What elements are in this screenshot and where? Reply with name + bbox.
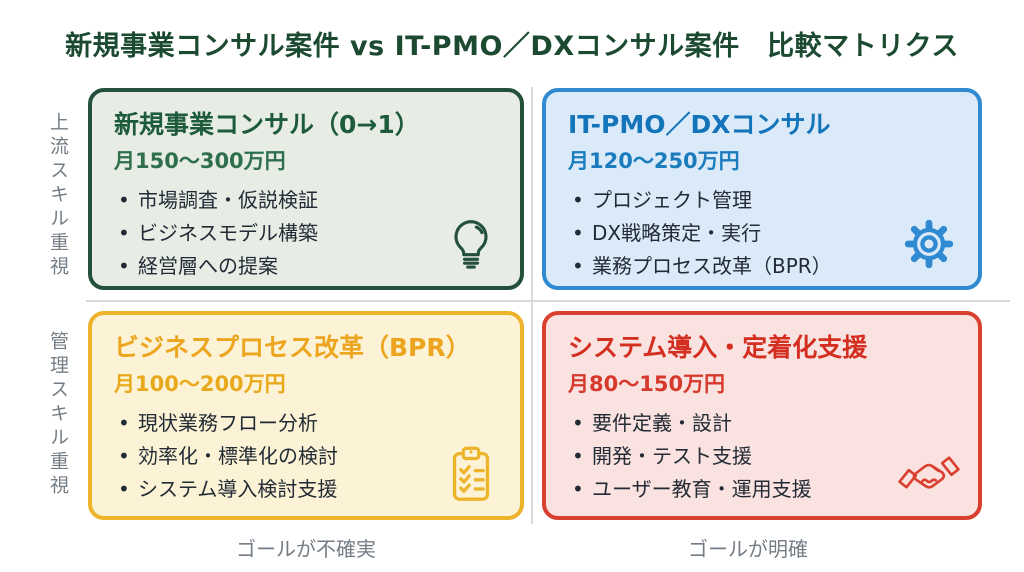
- quadrant-bullet-list: 現状業務フロー分析 効率化・標準化の検討 システム導入検討支援: [114, 407, 498, 506]
- bullet-item: DX戦略策定・実行: [568, 217, 956, 250]
- quadrant-price: 月120〜250万円: [568, 148, 740, 173]
- bullet-item: 現状業務フロー分析: [114, 407, 498, 440]
- bullet-item: 効率化・標準化の検討: [114, 440, 498, 473]
- lightbulb-icon: [440, 213, 502, 275]
- gear-icon: [898, 213, 960, 275]
- bullet-item: プロジェクト管理: [568, 184, 956, 217]
- x-axis-label-right: ゴールが明確: [688, 537, 808, 561]
- quadrant-business-process-reengineering: ビジネスプロセス改革（BPR） 月100〜200万円 現状業務フロー分析 効率化…: [88, 311, 524, 520]
- bullet-item: ビジネスモデル構築: [114, 217, 498, 250]
- quadrant-price: 月150〜300万円: [114, 148, 286, 173]
- bullet-item: 業務プロセス改革（BPR）: [568, 250, 956, 283]
- quadrant-bullet-list: プロジェクト管理 DX戦略策定・実行 業務プロセス改革（BPR）: [568, 184, 956, 283]
- quadrant-system-implementation-support: システム導入・定着化支援 月80〜150万円 要件定義・設計 開発・テスト支援 …: [542, 311, 982, 520]
- quadrant-title: システム導入・定着化支援: [568, 333, 868, 362]
- quadrant-price: 月80〜150万円: [568, 371, 726, 396]
- quadrant-new-business-consulting: 新規事業コンサル（0→1） 月150〜300万円 市場調査・仮説検証 ビジネスモ…: [88, 88, 524, 290]
- checklist-icon: [440, 443, 502, 505]
- x-axis-label-left: ゴールが不確実: [236, 537, 376, 561]
- handshake-icon: [898, 443, 960, 505]
- bullet-item: ユーザー教育・運用支援: [568, 473, 956, 506]
- quadrant-bullet-list: 市場調査・仮説検証 ビジネスモデル構築 経営層への提案: [114, 184, 498, 283]
- quadrant-it-pmo-dx-consulting: IT-PMO／DXコンサル 月120〜250万円 プロジェクト管理 DX戦略策定…: [542, 88, 982, 290]
- y-axis-label-bottom: 管理スキル重視: [47, 331, 69, 499]
- page-title: 新規事業コンサル案件 vs IT-PMO／DXコンサル案件 比較マトリクス: [65, 31, 959, 62]
- bullet-item: 市場調査・仮説検証: [114, 184, 498, 217]
- y-axis-label-top: 上流スキル重視: [47, 112, 69, 280]
- quadrant-price: 月100〜200万円: [114, 371, 286, 396]
- quadrant-title: 新規事業コンサル（0→1）: [114, 110, 420, 139]
- bullet-item: 経営層への提案: [114, 250, 498, 283]
- quadrant-divider-vertical: [531, 87, 533, 524]
- quadrant-bullet-list: 要件定義・設計 開発・テスト支援 ユーザー教育・運用支援: [568, 407, 956, 506]
- quadrant-divider-horizontal: [86, 300, 1010, 302]
- quadrant-title: ビジネスプロセス改革（BPR）: [114, 333, 471, 362]
- quadrant-title: IT-PMO／DXコンサル: [568, 110, 831, 139]
- bullet-item: 開発・テスト支援: [568, 440, 956, 473]
- bullet-item: システム導入検討支援: [114, 473, 498, 506]
- bullet-item: 要件定義・設計: [568, 407, 956, 440]
